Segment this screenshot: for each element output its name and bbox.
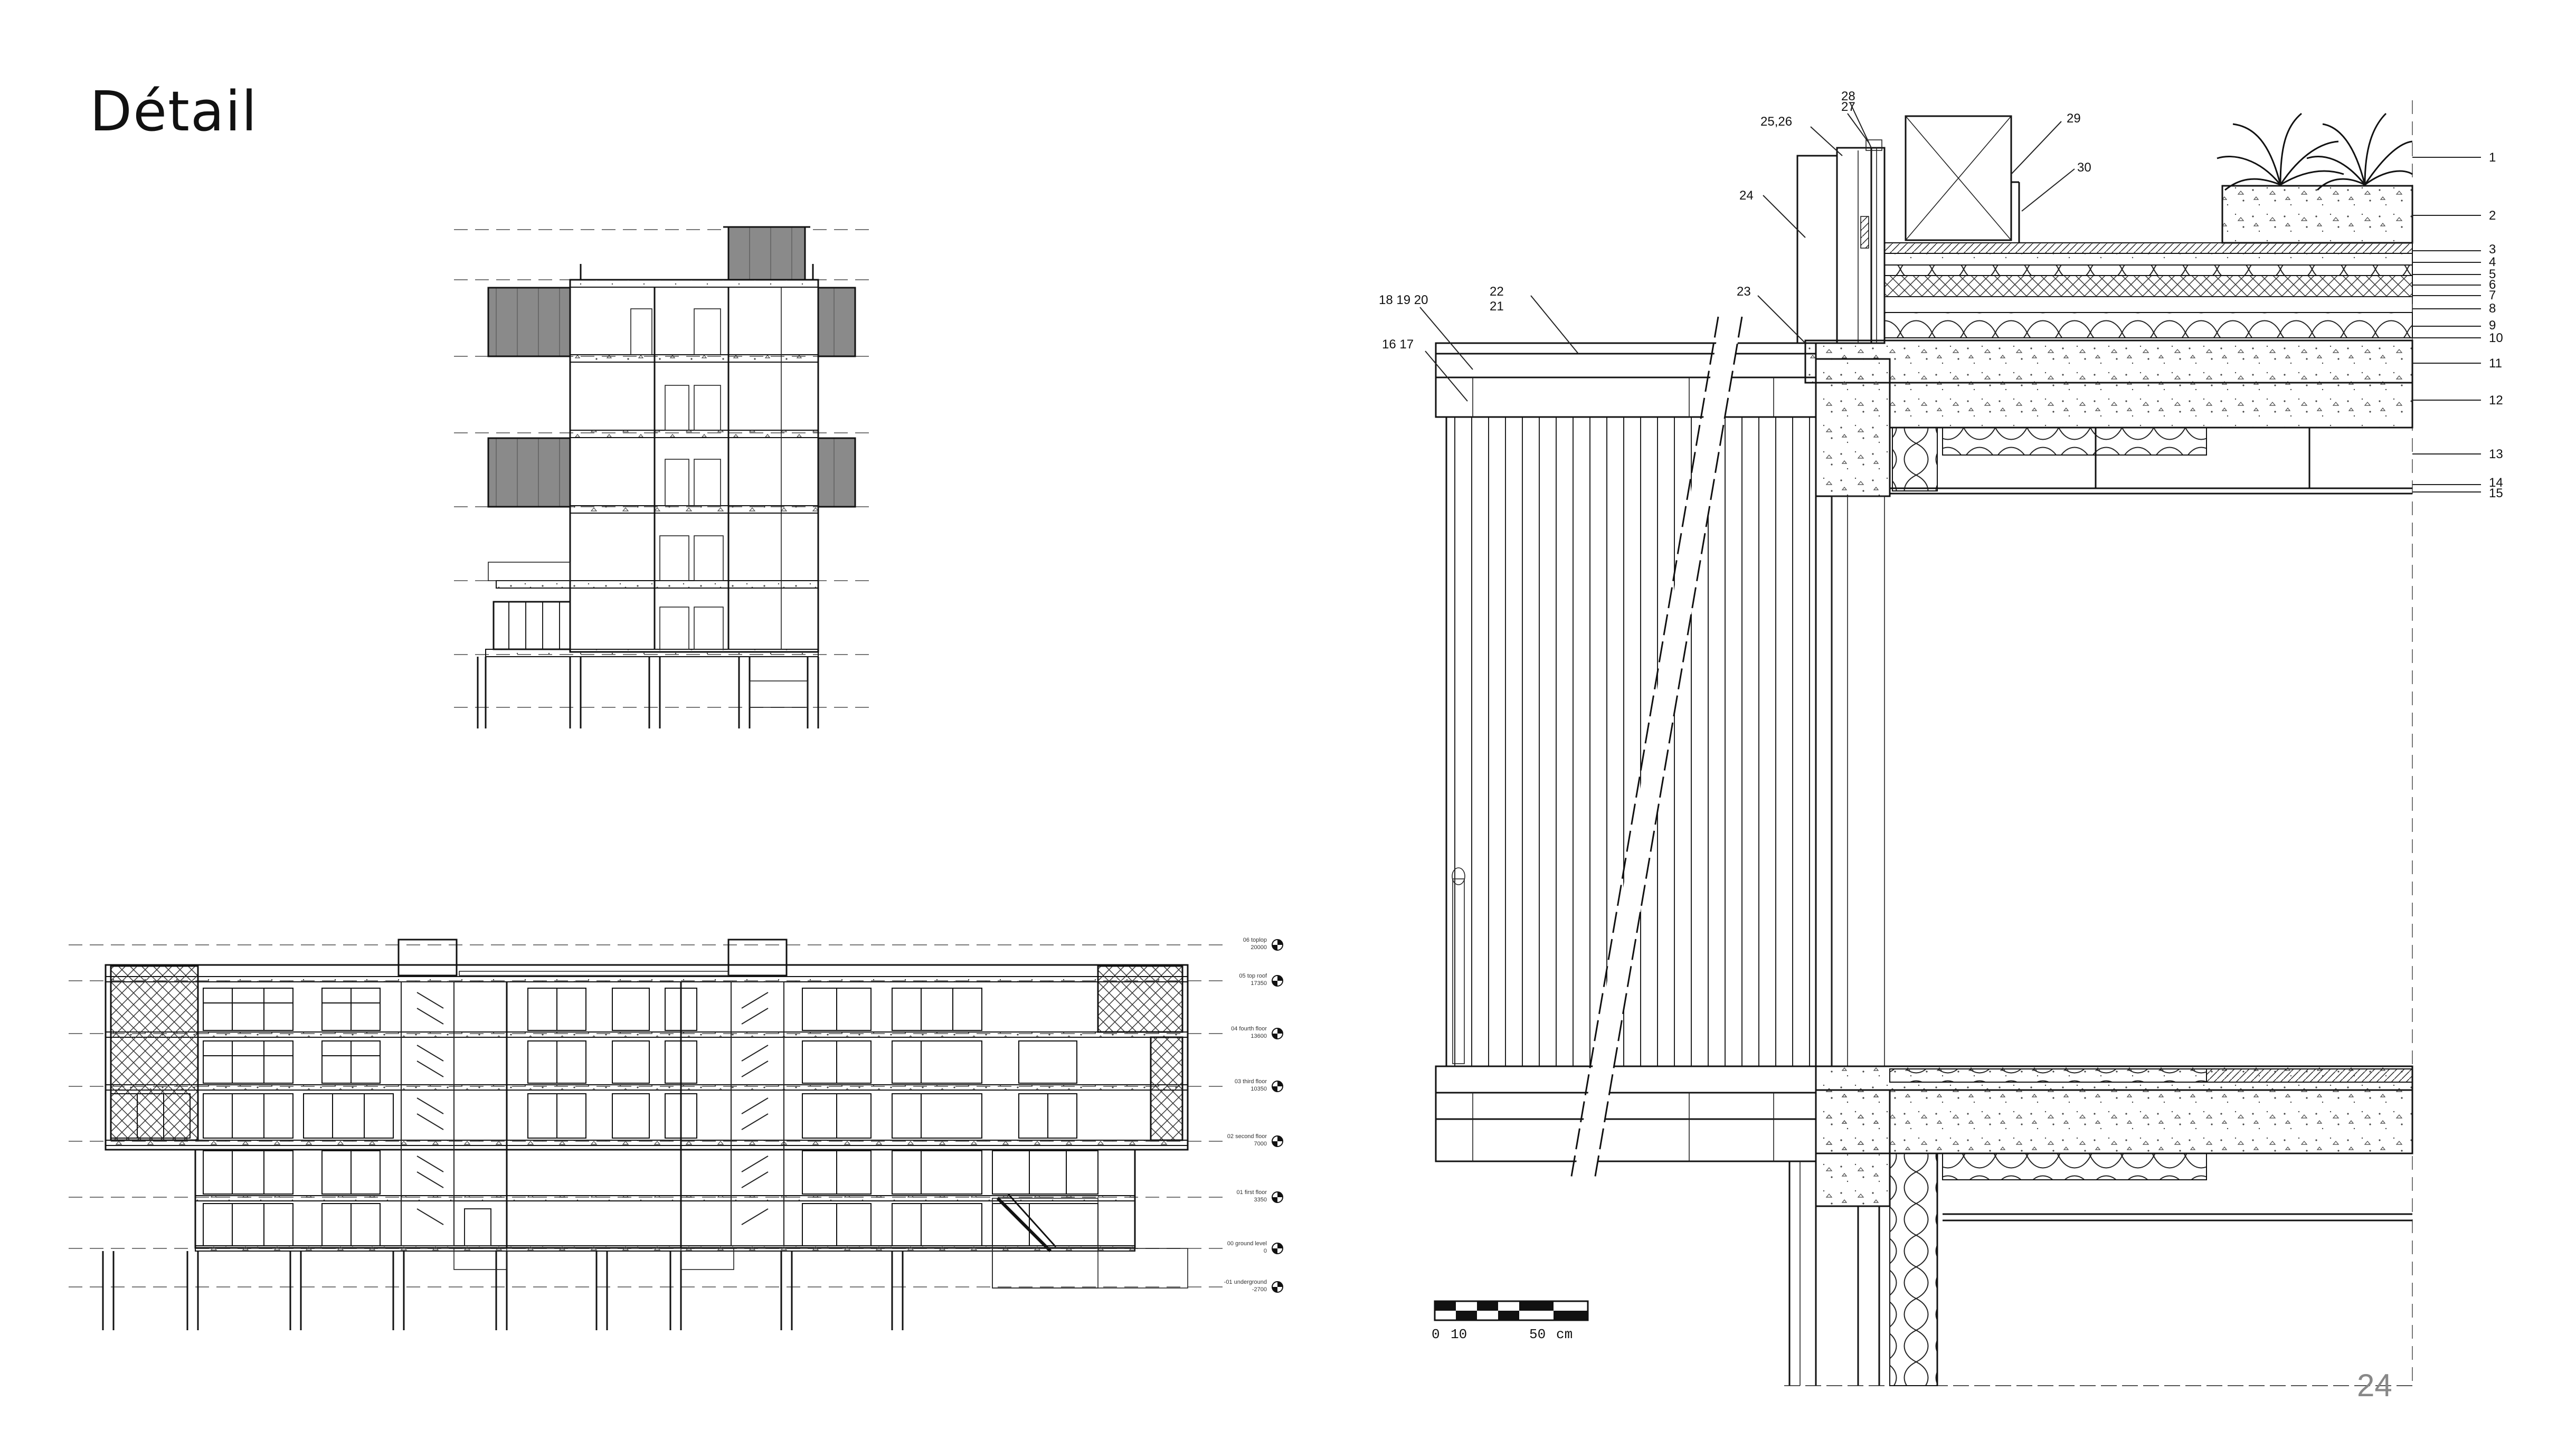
svg-text:11: 11 <box>2489 356 2502 371</box>
level-marker: 02 second floor 7000 <box>1227 1133 1283 1147</box>
svg-text:05 top roof: 05 top roof <box>1239 973 1267 979</box>
svg-text:6: 6 <box>2489 278 2496 292</box>
scale-bar: 0 10 50 cm <box>1432 1300 1589 1342</box>
svg-text:3: 3 <box>2489 242 2496 257</box>
plant-icon <box>2217 112 2413 191</box>
svg-text:27: 27 <box>1841 100 1855 114</box>
level-marker: 03 third floor 10350 <box>1235 1078 1283 1092</box>
svg-text:2: 2 <box>2489 209 2496 223</box>
svg-text:12: 12 <box>2489 393 2503 408</box>
svg-text:06 toplop: 06 toplop <box>1243 937 1267 943</box>
svg-text:8: 8 <box>2489 301 2496 316</box>
svg-text:16 17: 16 17 <box>1382 337 1414 352</box>
svg-text:04 fourth floor: 04 fourth floor <box>1231 1026 1267 1032</box>
svg-text:25,26: 25,26 <box>1760 115 1792 129</box>
svg-text:17350: 17350 <box>1251 980 1267 987</box>
svg-text:00 ground level: 00 ground level <box>1227 1240 1267 1247</box>
svg-text:20000: 20000 <box>1251 944 1267 951</box>
svg-text:02 second floor: 02 second floor <box>1227 1133 1267 1140</box>
construction-detail-drawing: 1 2 3 4 5 6 7 8 9 10 11 12 13 14 15 <box>1379 89 2503 1386</box>
svg-text:30: 30 <box>2077 160 2091 175</box>
svg-text:9: 9 <box>2489 318 2496 333</box>
svg-text:1: 1 <box>2489 150 2496 165</box>
svg-text:10350: 10350 <box>1251 1086 1267 1092</box>
level-markers: 06 toplop 20000 05 top roof 17350 04 fou… <box>1224 937 1283 1293</box>
small-section-drawing <box>454 226 876 728</box>
svg-text:24: 24 <box>1739 188 1754 203</box>
level-marker: 01 first floor 3350 <box>1237 1189 1283 1203</box>
svg-text:5: 5 <box>2489 267 2496 281</box>
svg-text:0: 0 <box>1432 1327 1440 1342</box>
svg-text:22: 22 <box>1490 285 1504 299</box>
svg-text:10: 10 <box>2489 331 2503 345</box>
level-marker: 04 fourth floor 13600 <box>1231 1026 1283 1039</box>
page-title: Détail <box>90 79 258 144</box>
svg-text:4: 4 <box>2489 255 2496 269</box>
page-number: 24 <box>2357 1368 2392 1403</box>
level-marker: -01 underground -2700 <box>1224 1279 1283 1293</box>
level-marker: 00 ground level 0 <box>1227 1240 1283 1254</box>
svg-text:03 third floor: 03 third floor <box>1235 1078 1267 1085</box>
svg-text:18 19 20: 18 19 20 <box>1379 293 1428 307</box>
svg-text:13600: 13600 <box>1251 1033 1267 1039</box>
level-marker: 05 top roof 17350 <box>1239 973 1283 987</box>
svg-text:-01 underground: -01 underground <box>1224 1279 1267 1285</box>
svg-text:14: 14 <box>2489 476 2503 490</box>
svg-text:29: 29 <box>2067 111 2081 126</box>
svg-text:-2700: -2700 <box>1252 1286 1267 1293</box>
svg-text:50: 50 <box>1529 1327 1546 1342</box>
svg-text:cm: cm <box>1556 1327 1573 1342</box>
svg-text:10: 10 <box>1451 1327 1467 1342</box>
svg-text:0: 0 <box>1264 1248 1267 1254</box>
svg-text:13: 13 <box>2489 447 2503 461</box>
svg-text:3350: 3350 <box>1254 1197 1267 1203</box>
svg-text:23: 23 <box>1737 285 1751 299</box>
level-marker: 06 toplop 20000 <box>1243 937 1283 951</box>
svg-text:01 first floor: 01 first floor <box>1237 1189 1267 1196</box>
long-section-drawing: 06 toplop 20000 05 top roof 17350 04 fou… <box>69 937 1283 1330</box>
callout-labels-right: 1 2 3 4 5 6 7 8 9 10 11 12 13 14 15 <box>2489 150 2503 500</box>
svg-text:28: 28 <box>1841 89 1855 103</box>
svg-text:15: 15 <box>2489 486 2503 500</box>
callout-labels-top: 28 27 25,26 29 30 24 23 18 19 20 22 21 1… <box>1379 89 2091 352</box>
svg-text:21: 21 <box>1490 299 1504 314</box>
svg-text:7000: 7000 <box>1254 1141 1267 1147</box>
svg-text:7: 7 <box>2489 288 2496 302</box>
